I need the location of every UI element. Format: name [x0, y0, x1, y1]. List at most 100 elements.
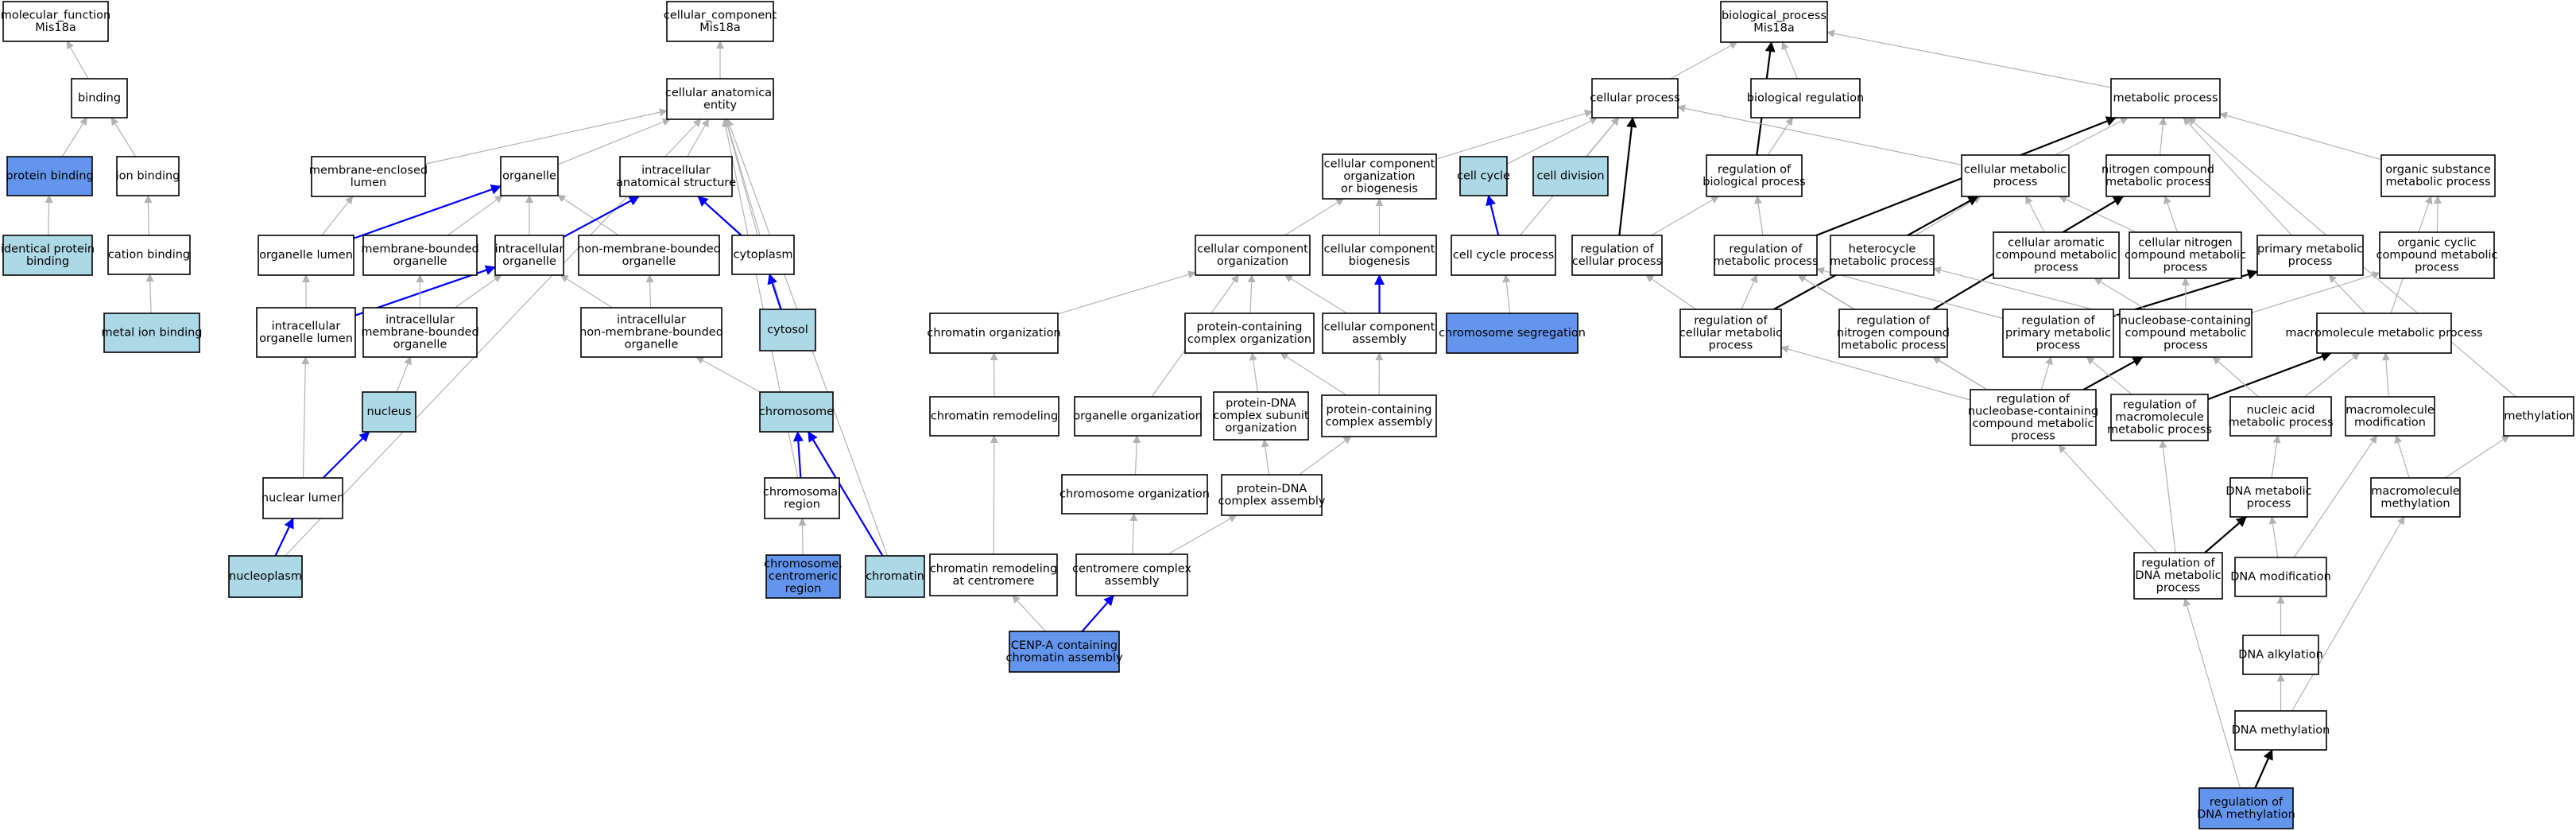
node-metalion: metal ion binding [101, 313, 203, 353]
node-box [2345, 396, 2435, 437]
edge-centasm-to-chromosomeorg [1129, 513, 1138, 555]
node-label-line: heterocycle [1849, 243, 1916, 255]
edge-macromethyl-to-macromod [2394, 435, 2410, 479]
node-label-line: anatomical structure [616, 177, 736, 189]
node-label-line: non-membrane-bounded [577, 243, 721, 255]
edge-cellnitro-to-nitrocomp [2163, 196, 2179, 233]
node-label-line: organelle [502, 255, 556, 268]
node-label-line: compound metabolic [1973, 417, 2094, 430]
node-label-line: chromosome organization [1059, 488, 1210, 501]
node-label-line: at centromere [952, 575, 1034, 588]
node-label-line: cellular nitrogen [2138, 237, 2232, 250]
node-label-line: compound metabolic [2377, 249, 2498, 262]
node-label-line: membrane-enclosed [309, 164, 428, 177]
node-cationbind: cation binding [107, 235, 191, 275]
node-box [258, 235, 354, 276]
node-label-line: organization [1217, 255, 1288, 268]
edge-nitrocomp-to-metproc [2159, 117, 2167, 156]
node-label-line: binding [78, 92, 121, 105]
node-label-line: DNA alkylation [2238, 649, 2323, 662]
node-label-line: region [784, 498, 820, 511]
node-label-line: non-membrane-bounded [579, 326, 723, 339]
node-macromet: macromolecule metabolic process [2285, 313, 2483, 354]
node-label-line: cellular anatomical [665, 87, 775, 99]
node-nucleus: nucleus [362, 391, 416, 433]
edge-membound-to-organelle [447, 195, 503, 236]
node-label-line: organelle [625, 339, 679, 351]
edge-protcomplexorg-to-cco [1247, 274, 1256, 314]
node-box [494, 235, 564, 276]
edge-intraorg-to-intraanat [563, 196, 640, 238]
edge-regcellmet-to-regcellproc [1645, 274, 1697, 310]
node-label-line: process [2011, 429, 2055, 442]
edge-nucbase-to-orgcyc [2251, 271, 2380, 313]
node-label-line: cation binding [108, 249, 190, 262]
edge-cenpa-to-chromremodcent [1012, 595, 1046, 632]
node-label-line: nitrogen compound [2101, 163, 2214, 176]
node-label-line: nucleobase-containing [2121, 315, 2251, 328]
edge-memenc-to-cae [424, 108, 668, 165]
node-box [2198, 787, 2294, 829]
edge-dnamethyl-to-macromethyl [2291, 516, 2405, 712]
edge-regnucbase-to-regprim [2040, 356, 2053, 390]
node-chromseg: chromosome segregation [1439, 313, 1586, 354]
node-label-line: chromosome segregation [1439, 327, 1586, 340]
node-label-line: protein binding [6, 170, 93, 183]
node-label-line: macromolecule [2371, 485, 2460, 498]
node-label-line: cellular aromatic [2008, 237, 2105, 250]
node-label-line: CENP-A containing [1011, 639, 1118, 652]
node-label-line: cellular component [1324, 158, 1435, 171]
node-box [2242, 635, 2319, 675]
edge-macromod-to-macromet [2381, 352, 2390, 398]
node-box [2, 1, 109, 42]
node-label-line: compound metabolic [2125, 327, 2247, 340]
node-label-line: chromosome, [764, 558, 843, 571]
node-box [1322, 313, 1437, 354]
node-label-line: organic substance [2385, 163, 2491, 176]
node-cellproc: cellular process [1590, 78, 1680, 118]
node-box [2503, 396, 2574, 437]
edge-orglumen-to-organelle [353, 184, 502, 239]
edge-nuclumen-to-intraorglumen [301, 356, 310, 479]
node-box [619, 156, 733, 197]
node-box [2234, 557, 2327, 597]
node-label-line: primary metabolic [2005, 327, 2111, 340]
node-box [2229, 396, 2332, 437]
node-label-line: biogenesis [1349, 255, 1410, 268]
node-label-line: centromeric [769, 570, 838, 583]
node-box [1591, 78, 1679, 118]
edge-centreg-to-chromreg [798, 518, 807, 556]
node-regnucbase: regulation ofnucleobase-containingcompou… [1968, 389, 2098, 446]
node-label-line: macromolecule [2115, 411, 2204, 424]
edge-regdnamet-to-regnucbase [2058, 445, 2158, 553]
node-label-line: lumen [351, 177, 386, 189]
node-box [1571, 235, 1663, 276]
node-label-line: regulation of [1580, 243, 1654, 255]
node-label-line: cellular process [1572, 255, 1662, 268]
node-box [256, 307, 356, 358]
node-label-line: nucleobase-containing [1968, 405, 2098, 417]
node-box [929, 553, 1058, 596]
node-label-line: organelle [393, 339, 447, 351]
node-label-line: Mis18a [1753, 21, 1794, 34]
node-box [1970, 389, 2097, 446]
node-label-line: nucleus [366, 406, 411, 418]
node-label-line: organization [1225, 422, 1296, 435]
node-label-line: organic cyclic [2397, 237, 2476, 250]
node-label-line: cellular process [1590, 92, 1679, 105]
node-box [666, 1, 774, 42]
edge-nucacid-to-nucbase [2212, 356, 2259, 398]
node-box [1322, 235, 1437, 276]
